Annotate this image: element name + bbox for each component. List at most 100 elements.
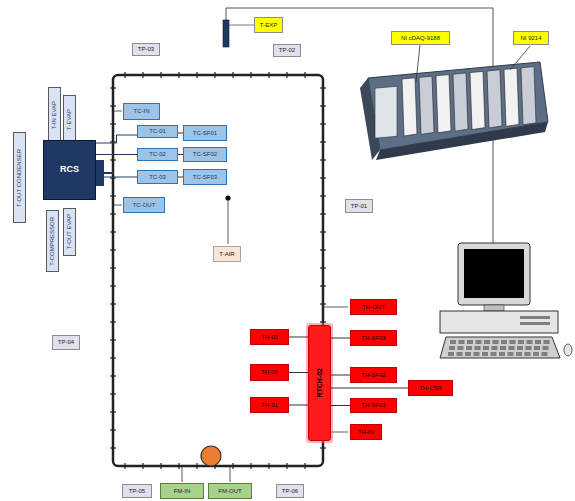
pipe-tick (320, 321, 326, 322)
node-label: T-OUT CONDENSER (16, 149, 23, 207)
key (449, 346, 455, 350)
sensor-box: T-EXP (254, 17, 283, 33)
key (492, 346, 498, 350)
node-label: TP-02 (279, 47, 295, 54)
pipe-tick (320, 105, 326, 106)
key (475, 346, 481, 350)
node-label: T-COMPRESSOR (49, 217, 56, 266)
node-label: TC-SF03 (193, 174, 217, 181)
connector-line (331, 375, 350, 376)
connector-line (96, 177, 137, 178)
connector-line (289, 337, 308, 338)
key (482, 352, 488, 356)
leader-line (510, 46, 530, 70)
pipe-tick (214, 72, 215, 78)
connector-line (289, 405, 308, 406)
node-label: TH-IN (358, 429, 374, 436)
pipe-tick (304, 72, 305, 78)
key (467, 340, 473, 344)
node-label: TH-01 (261, 402, 278, 409)
pipe-tick (232, 463, 233, 469)
node-label: TC-IN (134, 108, 150, 115)
pipe-tick (268, 463, 269, 469)
pipe-tick (110, 447, 116, 448)
module-slot (521, 67, 536, 125)
sensor-box: TP-02 (273, 44, 301, 57)
pipe-tick (320, 303, 326, 304)
pipe-tick (250, 72, 251, 78)
sensor-box: TH-OUT (350, 299, 397, 315)
node-label: T-OUT EVAP (66, 214, 73, 249)
key (509, 346, 515, 350)
sensor-box: TC-01 (137, 125, 178, 138)
module-slot (419, 76, 434, 134)
connector-line (331, 388, 408, 389)
pipe-tick (110, 411, 116, 412)
key (500, 346, 506, 350)
pipe-tick (110, 123, 116, 124)
sensor-box: FM-IN (160, 483, 204, 499)
key (516, 352, 522, 356)
sensor-box: TH-SF02 (350, 367, 397, 383)
key (465, 352, 471, 356)
sensor-box: TP-04 (52, 335, 80, 350)
node-label: TP-04 (58, 339, 74, 346)
node-label: TH-SF01 (361, 402, 385, 409)
sensor-box: TC-SF01 (183, 125, 227, 141)
node-label: TP-01 (351, 203, 367, 210)
node-label: TC-03 (149, 174, 166, 181)
pipe-tick (124, 72, 125, 78)
pipe-tick (110, 177, 116, 178)
sensor-box: T-OUT CONDENSER (13, 132, 26, 223)
pipe-tick (124, 463, 125, 469)
sensor-box: TH-SF03 (350, 330, 397, 346)
drive-slot (520, 322, 550, 325)
pipe-tick (286, 463, 287, 469)
expansion-tank (223, 20, 229, 47)
leader-line (228, 200, 229, 244)
pipe-tick (268, 72, 269, 78)
module-slot (470, 71, 485, 129)
pipe-tick (196, 463, 197, 469)
key (533, 352, 539, 356)
key (508, 352, 514, 356)
node-label: TC-OUT (133, 202, 156, 209)
module-slot (453, 73, 468, 131)
key (474, 352, 480, 356)
sensor-box: TH-CSR (408, 380, 453, 396)
sensor-box: T-COMPRESSOR (46, 210, 59, 272)
computer (440, 243, 572, 358)
node-label: RTCH-02 (316, 368, 324, 398)
node-label: FM-OUT (218, 488, 241, 495)
pipe-tick (178, 463, 179, 469)
module-slots (402, 67, 536, 136)
pipe-tick (110, 105, 116, 106)
daq-chassis (360, 62, 548, 160)
pipe-tick (320, 447, 326, 448)
key (534, 346, 540, 350)
sensor-box: TH-01 (250, 397, 289, 413)
pipe-tick (110, 231, 116, 232)
pipe-tick (110, 249, 116, 250)
tower (440, 311, 558, 333)
key (501, 340, 507, 344)
key (493, 340, 499, 344)
key (535, 340, 541, 344)
pipe-tick (320, 177, 326, 178)
node-label: T-EVAP (66, 109, 73, 130)
leader-line (323, 307, 348, 308)
sensor-box: NI 9214 (513, 31, 549, 45)
sensor-box: TP-03 (132, 43, 160, 56)
keyboard (440, 337, 560, 358)
heater-bar: RTCH-02 (308, 325, 331, 441)
pipe-tick (320, 231, 326, 232)
sensor-box: TC-SF03 (183, 169, 227, 185)
module-slot (436, 75, 451, 133)
mouse (564, 344, 572, 356)
key (458, 346, 464, 350)
unit-box: RCS (43, 140, 96, 200)
pump-symbol (201, 446, 221, 466)
pipe-tick (320, 213, 326, 214)
